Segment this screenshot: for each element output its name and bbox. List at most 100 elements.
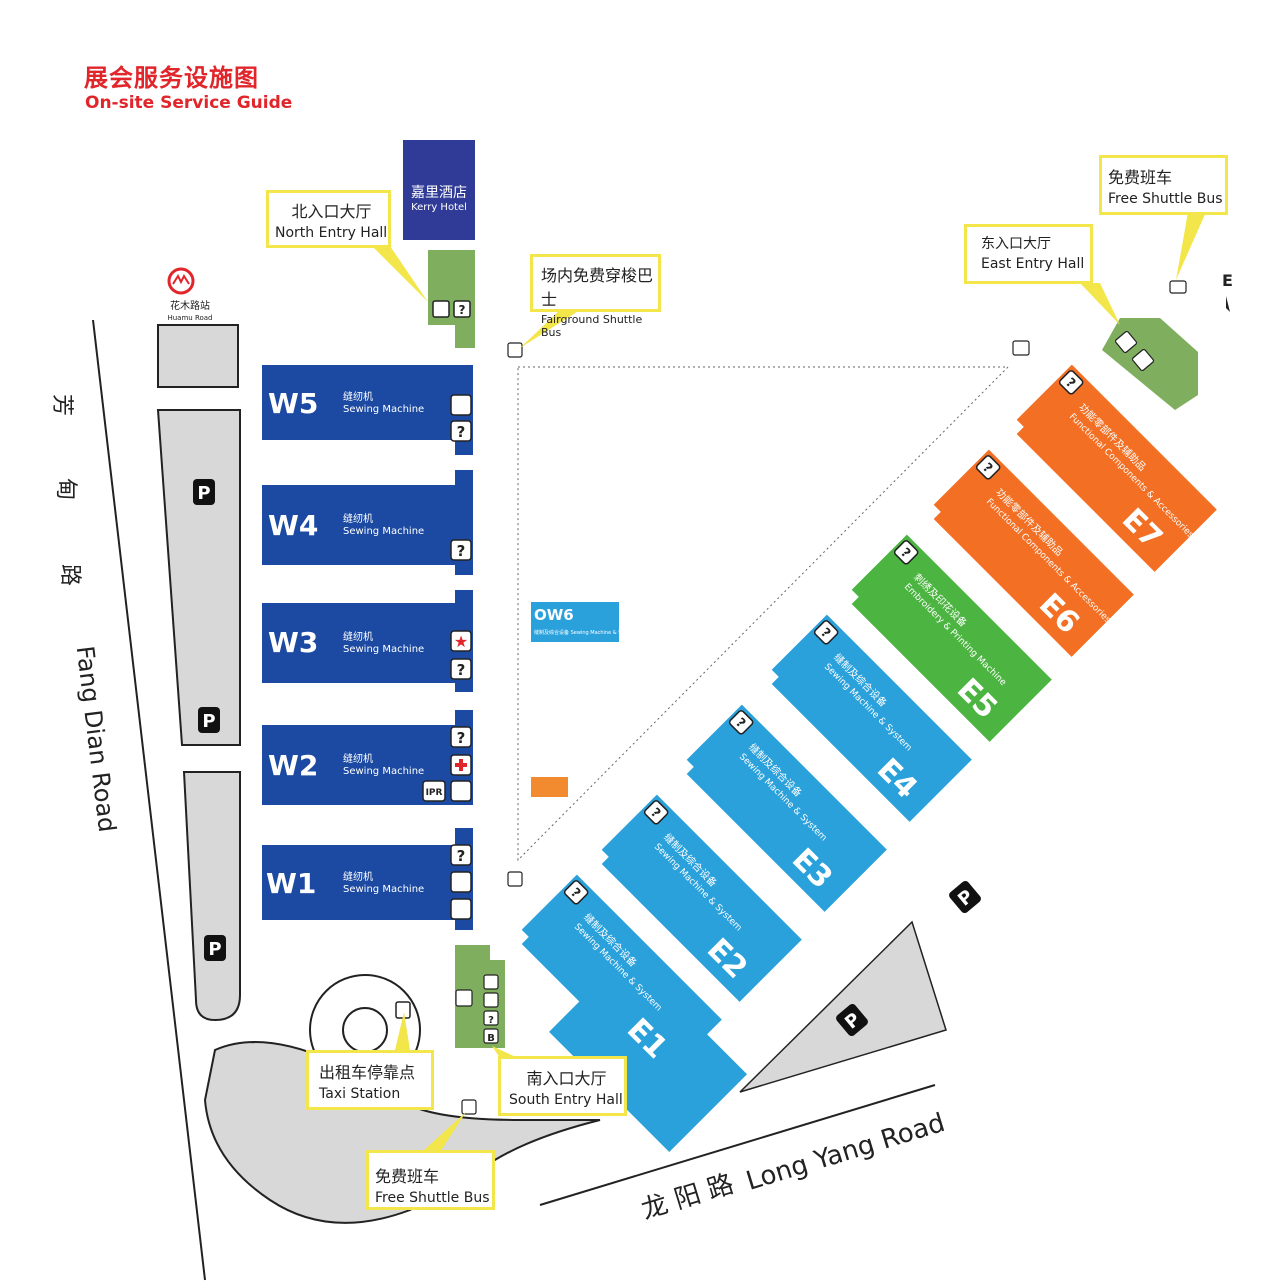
hall-ow6-sub: 缝制及综合设备 Sewing Machine & System xyxy=(534,629,637,636)
info-icon xyxy=(563,880,589,905)
callout-taxi-station: 出租车停靠点 Taxi Station xyxy=(306,1050,434,1110)
hall-w2-en: Sewing Machine xyxy=(343,766,424,777)
hall-w1[interactable]: W1 缝纫机 Sewing Machine ? xyxy=(262,828,473,930)
info-icon xyxy=(450,420,472,442)
star-icon xyxy=(450,630,472,652)
hall-e1-body xyxy=(521,874,722,1082)
info-icon xyxy=(975,455,1001,480)
sun-icon xyxy=(483,974,499,990)
svg-text:?: ? xyxy=(488,1015,494,1026)
svg-text:?: ? xyxy=(457,542,466,560)
page-title: 展会服务设施图 xyxy=(84,64,259,92)
info-icon xyxy=(450,726,472,748)
info-icon xyxy=(483,1010,499,1026)
hall-w1-en: Sewing Machine xyxy=(343,884,424,895)
road-label-fangdian-en: Fang Dian Road xyxy=(71,644,122,833)
callout-north-entry: 北入口大厅 North Entry Hall xyxy=(266,190,391,248)
metro-icon xyxy=(167,267,195,295)
callout-pointer xyxy=(395,1012,410,1050)
hotel-name-cn: 嘉里酒店 xyxy=(411,185,467,201)
metro-name-cn: 花木路站 xyxy=(170,299,210,312)
restaurant-icon xyxy=(450,780,472,802)
info-icon xyxy=(450,844,472,866)
info-icon xyxy=(450,658,472,680)
svg-text:P: P xyxy=(208,939,221,960)
parking-badge: P xyxy=(836,1003,868,1037)
svg-text:P: P xyxy=(202,711,215,732)
baggage-icon xyxy=(483,1028,499,1044)
hotel-name-en: Kerry Hotel xyxy=(411,202,467,213)
info-icon xyxy=(893,540,919,565)
callout-pointer xyxy=(422,1112,466,1152)
shuttle-stop-icon xyxy=(1012,340,1030,356)
hall-w3-id: W3 xyxy=(268,626,318,659)
restaurant-icon xyxy=(450,898,472,920)
svg-text:★: ★ xyxy=(454,632,468,651)
parking-badge: P xyxy=(949,880,981,914)
info-icon-east xyxy=(1131,348,1155,372)
outdoor-area xyxy=(517,366,1010,862)
hall-w2-id: W2 xyxy=(268,749,318,782)
road-label-longyang-cn: 龙 阳 路 xyxy=(638,1169,737,1225)
metro-name-en: Huamu Road xyxy=(167,314,212,322)
restaurant-icon xyxy=(455,989,473,1007)
callout-free-shuttle-ne: 免费班车 Free Shuttle Bus xyxy=(1099,155,1228,215)
callout-pointer xyxy=(1080,283,1120,325)
callout-pointer xyxy=(372,246,428,302)
hall-w5-cn: 缝纫机 xyxy=(343,390,373,403)
metro-icon-mark xyxy=(172,273,190,285)
book-icon xyxy=(450,871,472,893)
callout-pointer xyxy=(1176,212,1206,280)
svg-text:?: ? xyxy=(457,729,466,747)
hall-w1-cn: 缝纫机 xyxy=(343,870,373,883)
callout-fairground-shuttle: 场内免费穿梭巴士 Fairground Shuttle Bus xyxy=(530,254,661,339)
hall-e7-body xyxy=(1016,364,1217,572)
parking-lot-west-middle xyxy=(156,409,241,746)
hall-w5-id: W5 xyxy=(268,387,318,420)
restroom-icon xyxy=(432,300,450,318)
callout-east-entry: 东入口大厅 East Entry Hall xyxy=(964,224,1093,284)
callout-pointer xyxy=(520,310,580,348)
parking-badge: P xyxy=(193,479,215,505)
hall-e4-body xyxy=(771,614,972,822)
svg-text:B: B xyxy=(487,1033,495,1044)
svg-text:?: ? xyxy=(457,423,466,441)
hall-w4[interactable]: W4 缝纫机 Sewing Machine ? xyxy=(262,470,473,575)
shuttle-stop-icon xyxy=(507,342,523,358)
info-icon xyxy=(643,800,669,825)
hall-w5[interactable]: W5 缝纫机 Sewing Machine ? xyxy=(262,365,473,455)
info-icon-north-glyph: ? xyxy=(459,303,466,317)
hall-w4-en: Sewing Machine xyxy=(343,526,424,537)
svg-text:IPR: IPR xyxy=(426,788,443,798)
road-label-lu: 路 xyxy=(57,564,82,586)
page-subtitle: On-site Service Guide xyxy=(85,93,293,113)
kerry-hotel-block xyxy=(403,140,475,240)
hall-w2[interactable]: W2 缝纫机 Sewing Machine ? IPR xyxy=(262,710,473,805)
hall-w2-cn: 缝纫机 xyxy=(343,752,373,765)
svg-text:?: ? xyxy=(457,661,466,679)
bus-icon xyxy=(1169,280,1187,294)
hall-e5-body xyxy=(851,534,1052,742)
hall-w3[interactable]: W3 缝纫机 Sewing Machine ★ ? xyxy=(262,590,473,692)
hall-w3-en: Sewing Machine xyxy=(343,644,424,655)
parking-badge: P xyxy=(204,935,226,961)
hall-ow6[interactable]: OW6 缝制及综合设备 Sewing Machine & System xyxy=(531,602,637,642)
hall-w5-en: Sewing Machine xyxy=(343,404,424,415)
hall-e3-body xyxy=(686,704,887,912)
parking-badge: P xyxy=(198,707,220,733)
hall-e2-body xyxy=(601,794,802,1002)
longyang-road-line xyxy=(539,1084,936,1206)
road-label-dian: 甸 xyxy=(53,478,78,500)
parking-lot-east xyxy=(739,920,947,1093)
hall-ow6-id: OW6 xyxy=(534,606,574,624)
restroom-icon xyxy=(1114,330,1138,354)
shuttle-stop-icon xyxy=(461,1099,477,1115)
compass-arrow-icon xyxy=(1226,296,1230,312)
